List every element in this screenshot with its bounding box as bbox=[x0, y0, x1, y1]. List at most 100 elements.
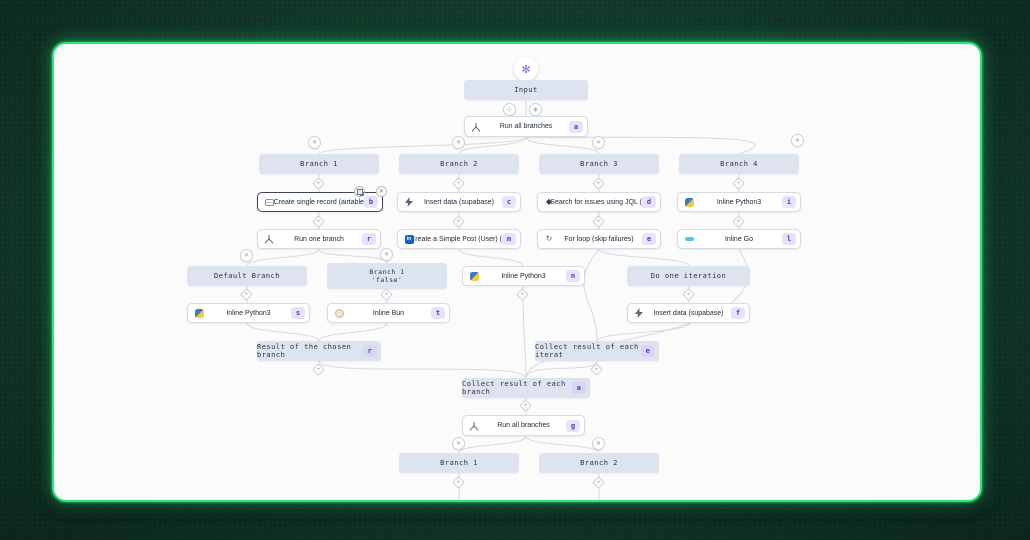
step-id-badge: e bbox=[641, 345, 655, 357]
node-label: Create single record (airtable) bbox=[273, 198, 367, 206]
remove-branch-button[interactable]: ✕ bbox=[791, 134, 804, 147]
step-id-badge: e bbox=[642, 233, 656, 245]
supabase-insert-loop-node[interactable]: Insert data (supabase) f bbox=[627, 303, 750, 323]
branch-label: Branch 2 bbox=[440, 160, 478, 168]
remove-branch-button[interactable]: ✕ bbox=[452, 136, 465, 149]
airtable-create-record-node[interactable]: Create single record (airtable) b bbox=[257, 192, 383, 212]
step-id-badge: r bbox=[362, 233, 376, 245]
supabase-insert-node[interactable]: Insert data (supabase) c bbox=[397, 192, 521, 212]
supabase-zap-icon bbox=[635, 308, 643, 318]
inline-python-branch4-node[interactable]: Inline Python3 i bbox=[677, 192, 801, 212]
node-label: Search for issues using JQL (... bbox=[550, 198, 648, 206]
node-label: Inline Go bbox=[724, 235, 754, 243]
default-branch-header[interactable]: Default Branch bbox=[187, 266, 307, 286]
step-id-badge: m bbox=[502, 233, 516, 245]
step-id-badge: s bbox=[291, 307, 305, 319]
step-id-badge: g bbox=[566, 419, 580, 432]
branch-label: Branch 1 bbox=[440, 459, 478, 467]
loop-icon: ↻ bbox=[545, 234, 553, 243]
python-icon bbox=[194, 308, 204, 318]
node-label: Result of the chosen branch bbox=[257, 343, 352, 359]
airtable-icon bbox=[264, 197, 274, 207]
step-id-badge: a bbox=[569, 120, 583, 133]
node-label: Inline Python3 bbox=[226, 309, 271, 317]
jira-search-issues-node[interactable]: ◆ Search for issues using JQL (... d bbox=[537, 192, 661, 212]
branch-label: Default Branch bbox=[213, 272, 280, 280]
add-step-button[interactable]: ◇ bbox=[503, 103, 516, 116]
node-label: For loop (skip failures) bbox=[564, 235, 634, 243]
node-label: Insert data (supabase) bbox=[653, 309, 724, 317]
node-label: Inline Python3 bbox=[716, 198, 762, 206]
run-all-branches-top-node[interactable]: Run all branches a bbox=[464, 116, 588, 137]
windmill-logo-icon: ✻ bbox=[521, 63, 531, 76]
remove-branch-button[interactable]: ✕ bbox=[240, 249, 253, 262]
flow-canvas[interactable]: ✻ Input ◇ ◈ Run all branches a ✕ ✕ ✕ ✕ B… bbox=[54, 44, 980, 500]
branch-label: Branch 1 bbox=[300, 160, 338, 168]
step-id-badge: a bbox=[572, 382, 586, 394]
diamond-plus-icon: ◇ bbox=[507, 107, 512, 113]
node-label: Inline Bun bbox=[372, 309, 405, 317]
trigger-node[interactable]: ✻ bbox=[514, 57, 538, 81]
do-one-iteration-header[interactable]: Do one iteration bbox=[627, 266, 750, 286]
collect-branch-result-node[interactable]: Collect result of each branch a bbox=[462, 378, 590, 398]
branch-label: Branch 4 bbox=[720, 160, 758, 168]
branch3-header[interactable]: Branch 3 bbox=[539, 154, 659, 174]
node-label: Run all branches bbox=[499, 123, 553, 130]
remove-branch-button[interactable]: ✕ bbox=[592, 437, 605, 450]
bun-icon bbox=[334, 308, 344, 318]
linkedin-simple-post-node[interactable]: in Create a Simple Post (User) (... m bbox=[397, 229, 521, 249]
diamond-star-icon: ◈ bbox=[533, 107, 538, 113]
branch-label: Branch 2 bbox=[580, 459, 618, 467]
branch1-header[interactable]: Branch 1 bbox=[259, 154, 379, 174]
supabase-zap-icon bbox=[405, 197, 413, 207]
flow-editor-panel: ✻ Input ◇ ◈ Run all branches a ✕ ✕ ✕ ✕ B… bbox=[52, 42, 982, 502]
step-id-badge: i bbox=[782, 196, 796, 208]
collect-iteration-result-node[interactable]: Collect result of each iterat e bbox=[535, 341, 659, 361]
branch2-header[interactable]: Branch 2 bbox=[399, 154, 519, 174]
branch-label: Branch 3 bbox=[580, 160, 618, 168]
remove-branch-button[interactable]: ✕ bbox=[452, 437, 465, 450]
step-id-badge: l bbox=[782, 233, 796, 245]
result-chosen-branch-node[interactable]: Result of the chosen branch r bbox=[257, 341, 381, 361]
branch-split-icon bbox=[470, 421, 478, 431]
inline-go-node[interactable]: Inline Go l bbox=[677, 229, 801, 249]
remove-branch-button[interactable]: ✕ bbox=[308, 136, 321, 149]
remove-node-button[interactable]: ✕ bbox=[376, 186, 387, 197]
node-label: Collect result of each iterat bbox=[535, 343, 639, 359]
run-all-branches-bottom-node[interactable]: Run all branches g bbox=[462, 415, 585, 436]
close-icon: ✕ bbox=[378, 189, 385, 195]
step-id-badge: r bbox=[363, 345, 377, 357]
remove-branch-button[interactable]: ✕ bbox=[380, 248, 393, 261]
inline-python-mid-node[interactable]: Inline Python3 n bbox=[462, 266, 585, 286]
for-loop-node[interactable]: ↻ For loop (skip failures) e bbox=[537, 229, 661, 249]
step-id-badge: t bbox=[431, 307, 445, 319]
node-label: Collect result of each branch bbox=[462, 380, 566, 396]
node-label: Run one branch bbox=[294, 235, 344, 243]
inline-python-left-node[interactable]: Inline Python3 s bbox=[187, 303, 310, 323]
step-id-badge: n bbox=[566, 270, 580, 282]
step-id-badge: b bbox=[364, 196, 378, 208]
go-icon bbox=[684, 234, 694, 244]
inline-bun-node[interactable]: Inline Bun t bbox=[327, 303, 450, 323]
input-node-label: Input bbox=[514, 86, 538, 94]
bottom-branch2-header[interactable]: Branch 2 bbox=[539, 453, 659, 473]
branch1-false-header[interactable]: Branch 1 'false' bbox=[327, 263, 447, 289]
jira-icon: ◆ bbox=[545, 197, 553, 206]
python-icon bbox=[469, 271, 479, 281]
branch4-header[interactable]: Branch 4 bbox=[679, 154, 799, 174]
input-node[interactable]: Input bbox=[464, 80, 588, 100]
step-id-badge: c bbox=[502, 196, 516, 208]
node-label: Create a Simple Post (User) (... bbox=[410, 235, 508, 243]
duplicate-node-button[interactable] bbox=[354, 186, 365, 197]
branch-split-icon bbox=[265, 235, 273, 244]
branch-label: Do one iteration bbox=[650, 272, 727, 280]
linkedin-icon: in bbox=[404, 234, 414, 244]
node-label: Run all branches bbox=[497, 422, 550, 429]
bottom-branch1-header[interactable]: Branch 1 bbox=[399, 453, 519, 473]
insert-step-button[interactable]: ◈ bbox=[529, 103, 542, 116]
step-id-badge: f bbox=[731, 307, 745, 319]
node-label: Inline Python3 bbox=[501, 272, 546, 280]
remove-branch-button[interactable]: ✕ bbox=[592, 136, 605, 149]
run-one-branch-node[interactable]: Run one branch r bbox=[257, 229, 381, 249]
